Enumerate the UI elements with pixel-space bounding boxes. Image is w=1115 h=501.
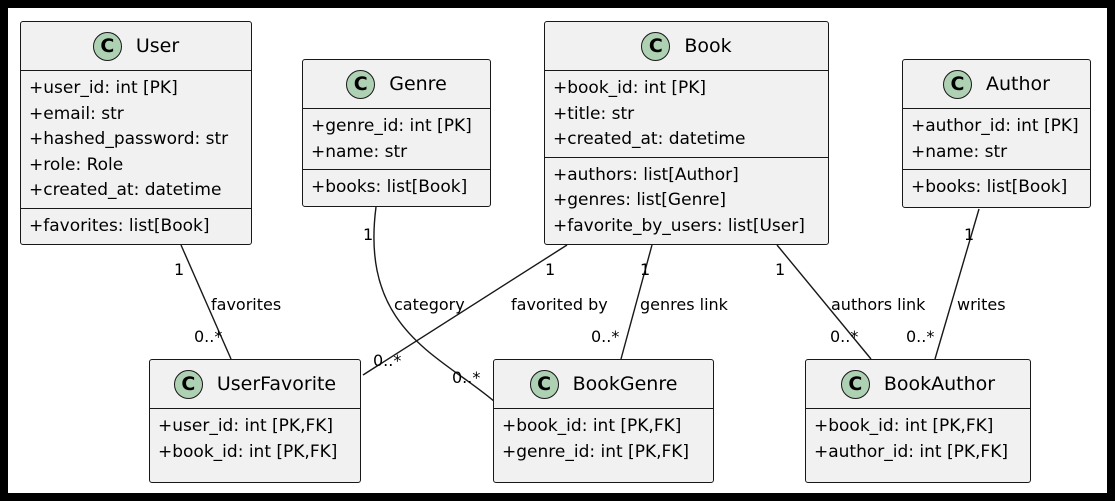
attributes-section: +user_id: int [PK,FK] +book_id: int [PK,F… xyxy=(150,409,360,469)
mult-userfavorite-many: 0..* xyxy=(194,327,223,346)
class-book: C Book +book_id: int [PK] +title: str +creat… xyxy=(544,21,829,245)
edge-book-bookgenre xyxy=(620,244,653,360)
class-attribute: +name: str xyxy=(911,141,1008,162)
attributes-section: +author_id: int [PK] +name: str xyxy=(903,109,1090,169)
edge-book-userfavorite xyxy=(362,244,568,376)
label-favorited-by: favorited by xyxy=(511,295,608,314)
class-attribute: +hashed_password: str xyxy=(29,129,229,149)
class-stereotype-icon: C xyxy=(529,369,559,399)
class-attribute: +created_at: datetime xyxy=(29,180,222,200)
mult-bookauthor-many-b: 0..* xyxy=(906,327,935,346)
members-section: +authors: list[Author] +genres: list[Genr… xyxy=(545,156,828,244)
class-stereotype-icon: C xyxy=(943,69,973,99)
mult-userfavorite-many-b: 0..* xyxy=(373,351,402,370)
class-name: Book xyxy=(684,35,732,57)
mult-book-1-genre: 1 xyxy=(640,260,651,279)
class-attribute: +created_at: datetime xyxy=(553,129,746,149)
class-header: C UserFavorite xyxy=(150,360,360,409)
attributes-section: +book_id: int [PK,FK] +genre_id: int [PK,… xyxy=(494,409,713,469)
members-section: +favorites: list[Book] xyxy=(21,207,251,244)
mult-user-1: 1 xyxy=(174,260,185,279)
class-stereotype-icon: C xyxy=(641,31,671,61)
class-member: +genres: list[Genre] xyxy=(553,190,727,210)
attributes-section: +user_id: int [PK] +email: str +hashed_pas… xyxy=(21,71,251,208)
class-attribute: +title: str xyxy=(553,103,635,124)
mult-book-1-fav: 1 xyxy=(545,260,556,279)
members-section: +books: list[Book] xyxy=(903,169,1090,205)
class-attribute: +email: str xyxy=(29,103,124,124)
class-attribute: +user_id: int [PK,FK] xyxy=(158,416,334,436)
class-header: C Author xyxy=(903,60,1090,109)
class-member: +books: list[Book] xyxy=(911,177,1068,197)
mult-bookauthor-many-a: 0..* xyxy=(830,327,859,346)
class-name: User xyxy=(135,35,180,57)
class-member: +authors: list[Author] xyxy=(553,164,739,185)
mult-bookgenre-many-a: 0..* xyxy=(452,368,481,387)
class-header: C Book xyxy=(545,22,828,71)
class-attribute: +role: Role xyxy=(29,154,124,175)
edge-book-bookauthor xyxy=(776,244,872,360)
class-attribute: +user_id: int [PK] xyxy=(29,78,178,98)
label-category: category xyxy=(394,295,465,314)
edge-author-bookauthor xyxy=(934,208,980,360)
class-user: C User +user_id: int [PK] +email: str +hashe… xyxy=(20,21,252,245)
class-name: UserFavorite xyxy=(216,373,337,395)
edge-genre-bookgenre xyxy=(373,206,496,403)
class-stereotype-icon: C xyxy=(346,69,376,99)
attributes-section: +book_id: int [PK] +title: str +created_at… xyxy=(545,71,828,157)
class-attribute: +book_id: int [PK,FK] xyxy=(502,416,682,436)
class-stereotype-icon: C xyxy=(840,369,870,399)
edge-user-userfavorite xyxy=(180,244,232,360)
class-name: Genre xyxy=(389,73,447,95)
class-name: BookAuthor xyxy=(883,373,996,395)
label-genres-link: genres link xyxy=(640,295,728,314)
class-genre: C Genre +genre_id: int [PK] +name: str +book… xyxy=(302,59,491,207)
mult-author-1: 1 xyxy=(964,225,975,244)
attributes-section: +genre_id: int [PK] +name: str xyxy=(303,109,490,169)
class-userfavorite: C UserFavorite +user_id: int [PK,FK] +book_… xyxy=(149,359,361,483)
class-name: Author xyxy=(986,73,1050,95)
class-member: +favorites: list[Book] xyxy=(29,215,210,236)
class-attribute: +book_id: int [PK] xyxy=(553,78,707,98)
class-header: C BookGenre xyxy=(494,360,713,409)
mult-book-1-author: 1 xyxy=(775,260,786,279)
class-attribute: +name: str xyxy=(311,141,408,162)
class-stereotype-icon: C xyxy=(92,31,122,61)
class-attribute: +author_id: int [PK] xyxy=(911,116,1079,136)
label-authors-link: authors link xyxy=(831,295,926,314)
class-header: C Genre xyxy=(303,60,490,109)
class-bookauthor: C BookAuthor +book_id: int [PK,FK] +author_… xyxy=(805,359,1031,483)
members-section: +books: list[Book] xyxy=(303,169,490,205)
class-member: +books: list[Book] xyxy=(311,177,468,197)
mult-bookgenre-many-b: 0..* xyxy=(591,327,620,346)
class-member: +favorite_by_users: list[User] xyxy=(553,215,805,236)
mult-genre-1: 1 xyxy=(363,225,374,244)
attributes-section: +book_id: int [PK,FK] +author_id: int [PK… xyxy=(806,409,1030,469)
class-attribute: +author_id: int [PK,FK] xyxy=(814,441,1008,462)
class-attribute: +book_id: int [PK,FK] xyxy=(814,416,994,436)
class-name: BookGenre xyxy=(572,373,678,395)
label-writes: writes xyxy=(957,295,1006,314)
class-stereotype-icon: C xyxy=(173,369,203,399)
class-author: C Author +author_id: int [PK] +name: str +bo… xyxy=(902,59,1091,208)
class-attribute: +book_id: int [PK,FK] xyxy=(158,441,338,462)
class-header: C BookAuthor xyxy=(806,360,1030,409)
class-attribute: +genre_id: int [PK,FK] xyxy=(502,441,690,462)
class-attribute: +genre_id: int [PK] xyxy=(311,116,472,136)
class-bookgenre: C BookGenre +book_id: int [PK,FK] +genre_id… xyxy=(493,359,714,483)
label-favorites: favorites xyxy=(211,295,282,314)
class-header: C User xyxy=(21,22,251,71)
